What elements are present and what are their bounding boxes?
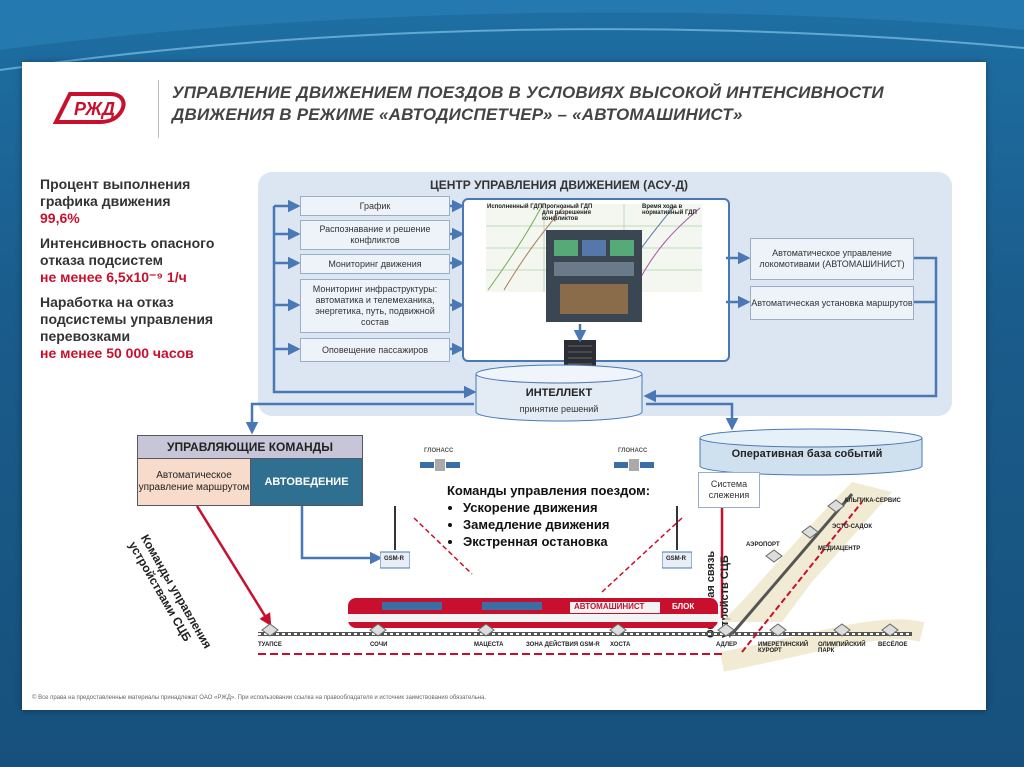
- train-block: БЛОК: [672, 602, 695, 611]
- train-commands-title: Команды управления поездом:: [447, 483, 651, 498]
- dispatch-graph: [486, 204, 702, 322]
- station-mediacenter: МЕДИАЦЕНТР: [818, 546, 861, 552]
- intellect-sublabel: принятие решений: [519, 404, 599, 414]
- glonass-label-right: ГЛОНАСС: [618, 448, 648, 454]
- station-esto-sadok: ЭСТО-САДОК: [832, 524, 872, 530]
- station-olympic-park: ОЛИМПИЙСКИЙ ПАРК: [818, 642, 866, 654]
- gsm-tower-icon: [662, 506, 692, 569]
- station-matsesta: МАЦЕСТА: [474, 642, 504, 648]
- title-divider: [158, 80, 159, 138]
- stat-value: не менее 50 000 часов: [40, 345, 194, 361]
- satellite-icon: [614, 459, 654, 471]
- train-commands: Команды управления поездом: Ускорение дв…: [447, 482, 650, 550]
- stat-label: Процент выполнения графика движения: [40, 176, 191, 209]
- background-swoosh: [0, 0, 1024, 71]
- rzd-logo: РЖД: [52, 92, 126, 124]
- panel-header-forecast: Прогнозный ГДП для разрешения конфликтов: [542, 204, 593, 222]
- gsm-label-right: GSM-R: [666, 556, 686, 562]
- station-airport: АЭРОПОРТ: [746, 542, 780, 548]
- stat-schedule: Процент выполнения графика движения 99,6…: [40, 176, 250, 227]
- stat-value: не менее 6,5х10⁻⁹ 1/ч: [40, 269, 187, 285]
- connector-arrows: [195, 199, 938, 627]
- slide: РЖД УПРАВЛЕНИЕ ДВИЖЕНИЕМ ПОЕЗДОВ В УСЛОВ…: [22, 62, 986, 710]
- title-line-2: ДВИЖЕНИЯ В РЕЖИМЕ «АВТОДИСПЕТЧЕР» – «АВТ…: [172, 105, 743, 124]
- station-alpika-service: АЛЬПИКА-СЕРВИС: [844, 498, 901, 504]
- gsm-tower-icon: [380, 506, 410, 569]
- panel-header-time: Время хода в нормативный ГДП: [642, 204, 697, 216]
- stat-label: Интенсивность опасного отказа подсистем: [40, 235, 215, 268]
- gsm-label-left: GSM-R: [384, 556, 404, 562]
- station-adler: АДЛЕР: [716, 642, 738, 648]
- panel-header-executed: Исполненный ГДП: [487, 204, 543, 210]
- auto-route-control: Автоматическое управление маршрутом: [137, 458, 251, 506]
- satellite-icon: [420, 459, 460, 471]
- box-traffic-monitoring: Мониторинг движения: [300, 254, 450, 274]
- events-database: [699, 428, 923, 476]
- stat-value: 99,6%: [40, 210, 80, 226]
- station-imeretinsky: ИМЕРЕТИНСКИЙ КУРОРТ: [758, 642, 809, 654]
- control-center-title: ЦЕНТР УПРАВЛЕНИЯ ДВИЖЕНИЕМ (АСУ-Д): [429, 178, 689, 192]
- box-infrastructure-monitoring: Мониторинг инфраструктуры: автоматика и …: [300, 279, 450, 333]
- station-veseloe: ВЕСЁЛОЕ: [878, 642, 908, 648]
- stat-failure: Интенсивность опасного отказа подсистем …: [40, 235, 250, 286]
- command-accelerate: Ускорение движения: [463, 499, 650, 516]
- stat-mtbf: Наработка на отказ подсистемы управления…: [40, 294, 250, 362]
- events-database-label: Оперативная база событий: [731, 448, 883, 460]
- stat-label: Наработка на отказ подсистемы управления…: [40, 294, 214, 344]
- copyright-footer: © Все права на предоставленные материалы…: [32, 695, 487, 701]
- station-sochi: СОЧИ: [370, 642, 388, 648]
- auto-drive: АВТОВЕДЕНИЕ: [250, 458, 363, 506]
- svg-text:РЖД: РЖД: [74, 99, 115, 119]
- stats-column: Процент выполнения графика движения 99,6…: [40, 176, 250, 370]
- title-line-1: УПРАВЛЕНИЕ ДВИЖЕНИЕМ ПОЕЗДОВ В УСЛОВИЯХ …: [172, 83, 884, 102]
- tracking-system: Система слежения: [698, 472, 760, 508]
- command-decelerate: Замедление движения: [463, 516, 650, 533]
- box-conflicts: Распознавание и решение конфликтов: [300, 220, 450, 250]
- box-passenger-alerts: Оповещение пассажиров: [300, 338, 450, 362]
- station-khosta: ХОСТА: [610, 642, 631, 648]
- box-auto-routes: Автоматическая установка маршрутов: [750, 286, 914, 320]
- station-tuapse: ТУАПСЕ: [258, 642, 282, 648]
- gsm-coverage-zone: ЗОНА ДЕЙСТВИЯ GSM-R: [526, 642, 600, 648]
- box-auto-locomotive: Автоматическое управление локомотивами (…: [750, 238, 914, 280]
- slide-title: УПРАВЛЕНИЕ ДВИЖЕНИЕМ ПОЕЗДОВ В УСЛОВИЯХ …: [172, 82, 962, 126]
- track-map: [258, 482, 925, 672]
- intellect-database: [475, 364, 643, 422]
- box-schedule: График: [300, 196, 450, 216]
- command-emergency-stop: Экстренная остановка: [463, 533, 650, 550]
- train-name: АВТОМАШИНИСТ: [574, 602, 645, 611]
- glonass-label-left: ГЛОНАСС: [424, 448, 454, 454]
- intellect-label: ИНТЕЛЛЕКТ: [525, 387, 593, 399]
